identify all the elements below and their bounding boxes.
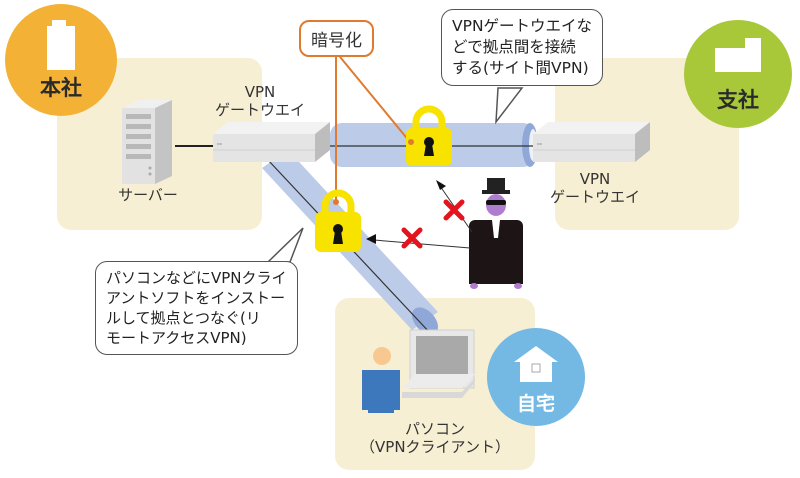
blocked-x-icon <box>401 227 423 249</box>
site-to-site-callout: VPNゲートウエイな どで拠点間を接続 する(サイト間VPN) <box>441 9 604 86</box>
callout-line: アントソフトをインストー <box>106 289 286 307</box>
callout-line: どで拠点間を接続 <box>452 38 576 56</box>
attack-arrow-upper <box>436 180 473 233</box>
hq-gateway-icon <box>213 122 330 162</box>
branch-gateway-icon <box>533 122 650 162</box>
callout-line: パソコンなどにVPNクライ <box>106 269 287 287</box>
hq-gateway-label-line1: VPN <box>244 83 276 101</box>
branch-label: 支社 <box>717 88 759 112</box>
server-label: サーバー <box>118 186 178 204</box>
callout-line: する(サイト間VPN) <box>452 59 589 77</box>
lock-icon <box>406 105 452 166</box>
callout-line: ルして拠点とつなぐ(リ <box>106 309 261 327</box>
office-building-icon <box>47 20 75 70</box>
callout-tail <box>266 227 304 263</box>
lock-icon <box>315 189 361 252</box>
branch-gateway-label-line2: ゲートウエイ <box>549 188 640 206</box>
home-badge: 自宅 <box>487 328 585 426</box>
blocked-x-icon <box>443 199 465 221</box>
encryption-leader-line <box>335 51 411 143</box>
hq-gateway-label-line2: ゲートウエイ <box>214 101 305 119</box>
pc-label-line2: （VPNクライアント） <box>360 438 510 456</box>
server-icon <box>122 100 172 184</box>
branch-badge: 支社 <box>684 20 792 128</box>
attack-arrow-lower <box>366 234 471 249</box>
user-person-icon <box>362 347 400 413</box>
encryption-callout: 暗号化 <box>299 20 374 57</box>
laptop-icon <box>402 329 475 398</box>
remote-access-callout: パソコンなどにVPNクライ アントソフトをインストー ルして拠点とつなぐ(リ モ… <box>95 261 298 355</box>
headquarters-badge: 本社 <box>5 4 117 116</box>
house-icon <box>514 346 558 382</box>
branch-gateway-label: VPN ゲートウエイ <box>540 170 650 206</box>
callout-line: VPNゲートウエイな <box>452 17 593 35</box>
pc-label-line1: パソコン <box>404 420 465 438</box>
attacker-icon <box>469 178 523 289</box>
headquarters-label: 本社 <box>40 76 82 100</box>
branch-building-icon <box>715 38 761 72</box>
callout-tail <box>495 87 524 125</box>
hq-gateway-label: VPN ゲートウエイ <box>205 83 315 119</box>
callout-line: モートアクセスVPN) <box>106 329 247 347</box>
home-label: 自宅 <box>516 393 555 415</box>
pc-label: パソコン （VPNクライアント） <box>350 420 520 456</box>
branch-gateway-label-line1: VPN <box>579 170 611 188</box>
